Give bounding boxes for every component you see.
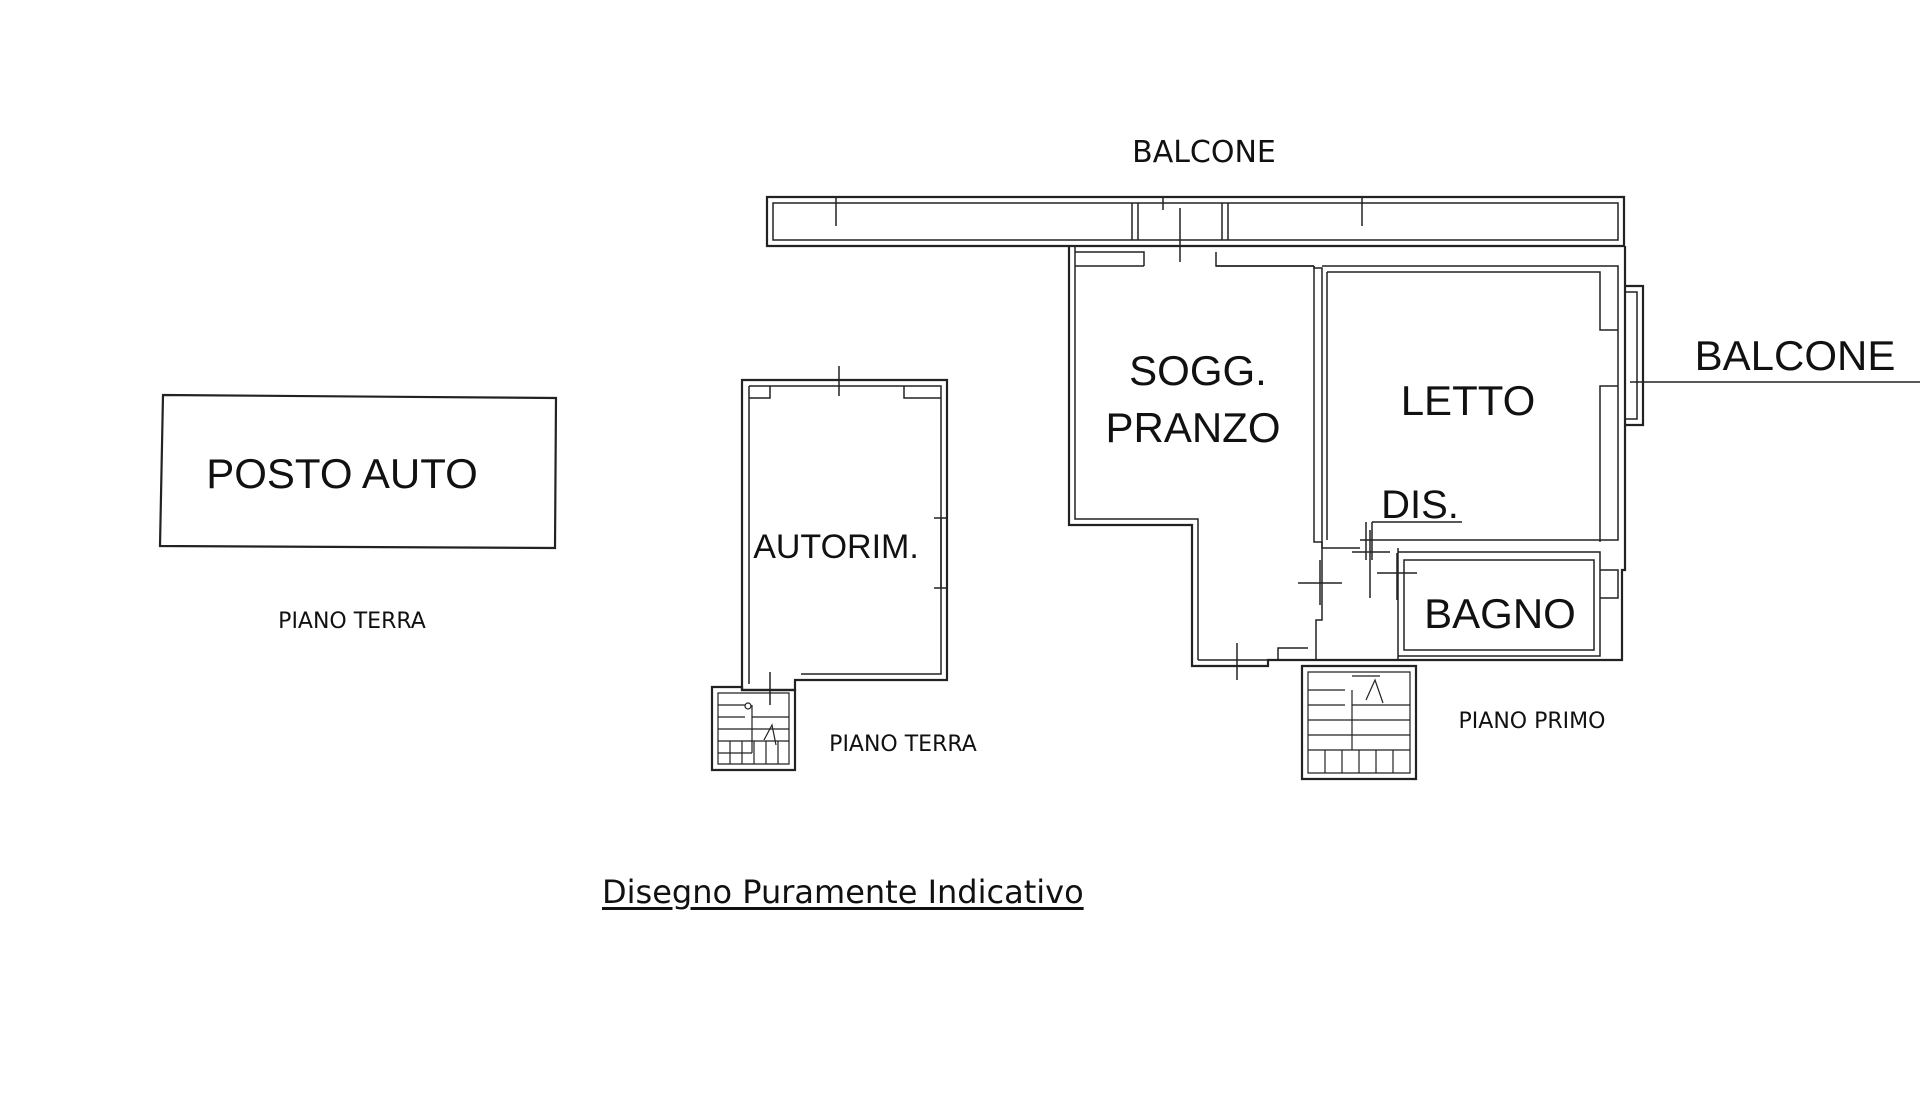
apartment-floor-caption: PIANO PRIMO [1459,709,1606,734]
top-balcony [765,195,1626,262]
living-dining-room: SOGG. PRANZO [1075,251,1323,680]
parking-space: POSTO AUTO [158,393,558,550]
garage-floor-caption: PIANO TERRA [829,732,977,757]
top-balcony-label: BALCONE [1132,135,1276,170]
garage-label: AUTORIM. [753,528,919,566]
living-room-label-line1: SOGG. [1129,347,1267,394]
disclaimer-note: Disegno Puramente Indicativo [602,873,1084,911]
bathroom: BAGNO [1398,551,1619,657]
right-balcony-label: BALCONE [1695,332,1896,379]
hallway: DIS. [1298,483,1462,660]
right-balcony [1625,284,1920,427]
bedroom-label: LETTO [1401,377,1536,424]
apartment-staircase [1300,664,1418,781]
bathroom-label: BAGNO [1424,590,1576,637]
bedroom: LETTO [1322,265,1619,542]
hallway-label: DIS. [1381,483,1459,527]
living-room-label-line2: PRANZO [1105,404,1280,451]
garage-staircase [710,685,797,772]
apartment: SOGG. PRANZO LETTO DIS. [765,195,1920,781]
parking-floor-caption: PIANO TERRA [278,609,426,634]
garage: AUTORIM. [740,366,949,705]
parking-label: POSTO AUTO [206,450,478,497]
